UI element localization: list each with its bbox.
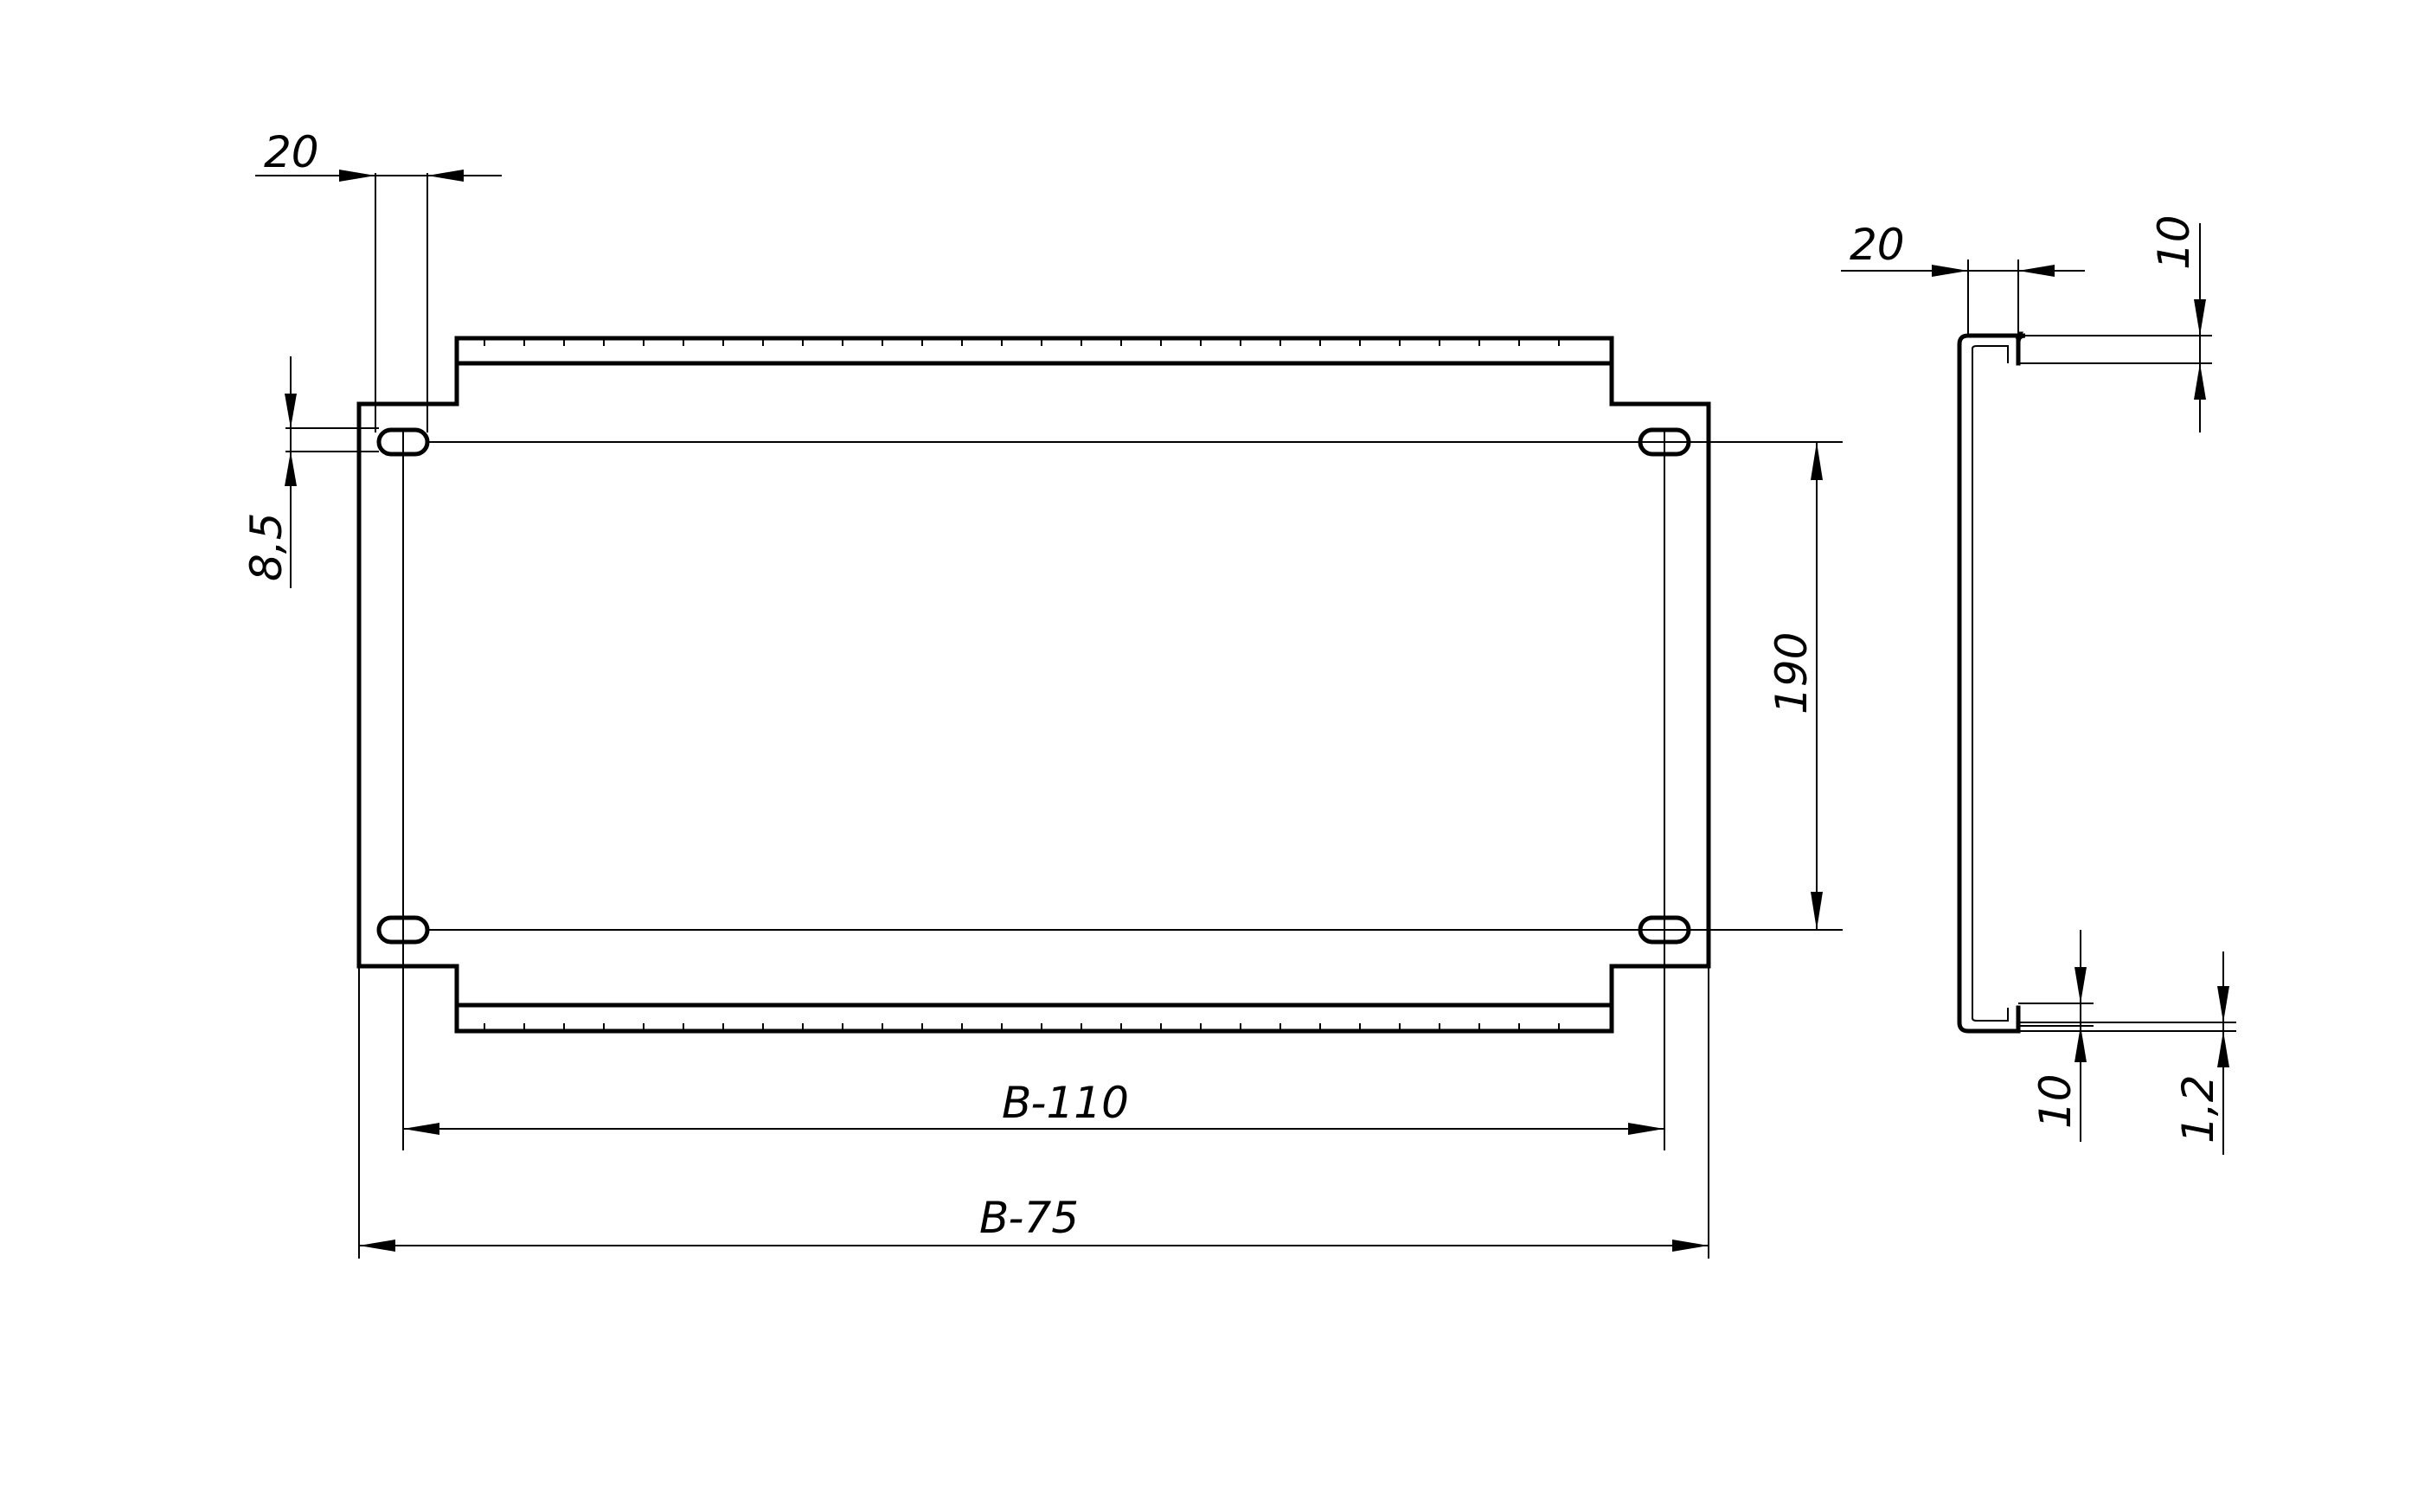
dim-label-inner-width: B-110: [1002, 1078, 1129, 1128]
dim-label-slot-offset-vertical: 8,5: [241, 512, 292, 581]
dim-outer-width: B-75: [358, 966, 1709, 1259]
dim-bottom-flange-height: 10: [2018, 930, 2094, 1142]
bottom-perforations: [484, 1023, 1560, 1029]
side-view: 20 10 10 1,2: [1841, 215, 2236, 1155]
dim-label-bottom-flange-height: 10: [2030, 1073, 2081, 1129]
dim-thickness: 1,2: [2018, 951, 2236, 1155]
dim-label-slot-spacing-vertical: 190: [1767, 632, 1817, 714]
profile-top-lip: [1972, 345, 2009, 363]
dim-slot-spacing-vertical: 190: [1767, 442, 1823, 930]
profile-shape: [1957, 333, 2026, 1034]
top-perforations: [484, 340, 1560, 346]
dim-label-thickness: 1,2: [2173, 1074, 2223, 1144]
profile-bottom-lip: [1972, 1008, 2009, 1022]
dim-label-slot-offset-horizontal: 20: [264, 127, 319, 177]
dim-label-outer-width: B-75: [979, 1193, 1079, 1243]
dim-top-flange-height: 10: [2018, 215, 2212, 432]
dim-inner-width: B-110: [403, 1078, 1664, 1135]
dim-slot-offset-horizontal: 20: [255, 127, 502, 432]
dim-slot-offset-vertical: 8,5: [241, 356, 379, 588]
dim-label-flange-width: 20: [1850, 220, 1905, 270]
dim-flange-width: 20: [1841, 220, 2085, 336]
front-view: 20 8,5 190 B-110: [241, 127, 1843, 1259]
dim-label-top-flange-height: 10: [2149, 215, 2199, 270]
